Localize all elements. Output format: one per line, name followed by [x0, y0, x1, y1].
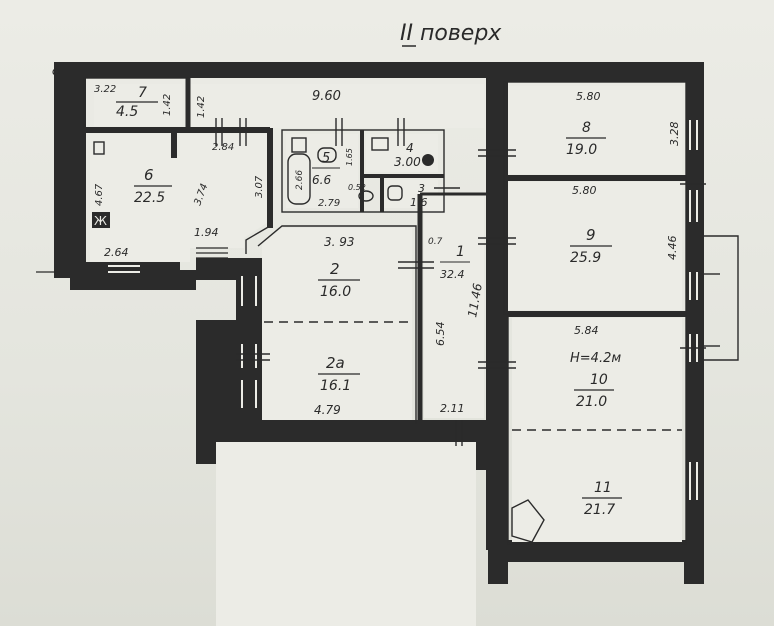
svg-text:32.4: 32.4	[440, 268, 465, 281]
room-2a-labels: 2a 16.1 4.79	[314, 354, 360, 417]
room-9-labels: 5.80 9 25.9 4.46	[570, 184, 679, 266]
svg-text:16.0: 16.0	[320, 284, 351, 300]
svg-text:2.66: 2.66	[295, 170, 305, 190]
svg-text:3.28: 3.28	[668, 122, 681, 147]
svg-text:22.5: 22.5	[134, 190, 165, 206]
stairs-room-6	[196, 247, 228, 259]
svg-text:4.79: 4.79	[314, 403, 341, 417]
svg-text:1.42: 1.42	[162, 94, 173, 116]
svg-text:6.6: 6.6	[312, 173, 331, 187]
room-4-labels: 4 3.00	[394, 141, 421, 169]
svg-text:2: 2	[330, 260, 340, 278]
svg-text:3.07: 3.07	[254, 175, 265, 198]
svg-text:3.22: 3.22	[94, 84, 116, 95]
corner-mark	[52, 68, 60, 76]
room-10-labels: 5.84 H=4.2м 10 21.0	[570, 324, 621, 410]
svg-text:6: 6	[144, 166, 154, 184]
svg-text:4.5: 4.5	[116, 104, 138, 120]
room-6-labels: 2.84 6 22.5 4.67 3.74 3.07 2.64 1.94	[94, 142, 265, 259]
svg-text:11: 11	[594, 480, 612, 496]
svg-text:8: 8	[582, 120, 591, 136]
room-fills	[90, 84, 682, 626]
svg-text:5.80: 5.80	[572, 184, 597, 197]
svg-text:2.79: 2.79	[318, 198, 340, 209]
room-3-labels: 3 1.6	[410, 182, 428, 209]
svg-text:11.46: 11.46	[465, 282, 485, 319]
svg-text:Ж: Ж	[94, 214, 107, 228]
svg-text:10: 10	[590, 372, 608, 388]
svg-text:21.0: 21.0	[576, 394, 607, 410]
svg-text:2.84: 2.84	[212, 142, 234, 153]
outer-walls	[54, 62, 704, 584]
svg-text:1.6: 1.6	[410, 196, 428, 209]
balcony-outline	[704, 235, 739, 361]
svg-text:7: 7	[138, 85, 147, 101]
svg-text:0.52: 0.52	[348, 183, 366, 192]
svg-text:4.67: 4.67	[94, 183, 105, 206]
svg-text:1: 1	[456, 244, 465, 260]
interior-walls	[83, 77, 687, 545]
svg-text:4.46: 4.46	[666, 236, 679, 261]
svg-text:16.1: 16.1	[320, 378, 351, 394]
svg-text:25.9: 25.9	[570, 250, 601, 266]
svg-text:1.65: 1.65	[345, 148, 354, 166]
svg-text:0.7: 0.7	[428, 237, 443, 247]
bathroom-fixtures	[93, 137, 434, 205]
svg-text:9: 9	[586, 226, 596, 244]
svg-text:1.94: 1.94	[194, 226, 219, 239]
windows	[108, 120, 698, 500]
svg-text:3: 3	[418, 182, 425, 195]
svg-text:5.84: 5.84	[574, 324, 599, 337]
svg-text:H=4.2м: H=4.2м	[570, 351, 621, 366]
room-8-labels: 5.80 8 19.0 3.28	[566, 90, 681, 158]
svg-text:3. 93: 3. 93	[324, 235, 355, 249]
room-7-labels: 3.22 7 4.5 1.42	[94, 84, 173, 120]
plan-title: II поверх	[400, 21, 502, 46]
svg-text:3.00: 3.00	[394, 155, 421, 169]
room-1-labels: 0.7 1 32.4 11.46 6.54 2.11	[428, 237, 485, 415]
room-11-labels: 11 21.7	[582, 480, 622, 518]
stove-icon: Ж	[92, 212, 110, 228]
svg-text:2.11: 2.11	[440, 402, 465, 415]
stove-room-11-icon	[511, 499, 545, 543]
corridor-dim: 9.60	[312, 89, 341, 104]
room-2-labels: 3. 93 2 16.0	[318, 235, 360, 300]
corridor-dim-b: 1.42	[196, 96, 207, 118]
svg-text:4: 4	[406, 141, 414, 155]
svg-text:5.80: 5.80	[576, 90, 601, 103]
door-marks	[215, 118, 706, 446]
svg-text:5: 5	[322, 151, 330, 166]
svg-text:2a: 2a	[326, 354, 345, 372]
svg-text:19.0: 19.0	[566, 142, 597, 158]
svg-text:6.54: 6.54	[434, 322, 447, 347]
svg-text:21.7: 21.7	[584, 502, 615, 518]
room-5-labels: 5 6.6 2.66 1.65 2.79 0.52	[295, 148, 366, 209]
svg-text:2.64: 2.64	[104, 246, 129, 259]
